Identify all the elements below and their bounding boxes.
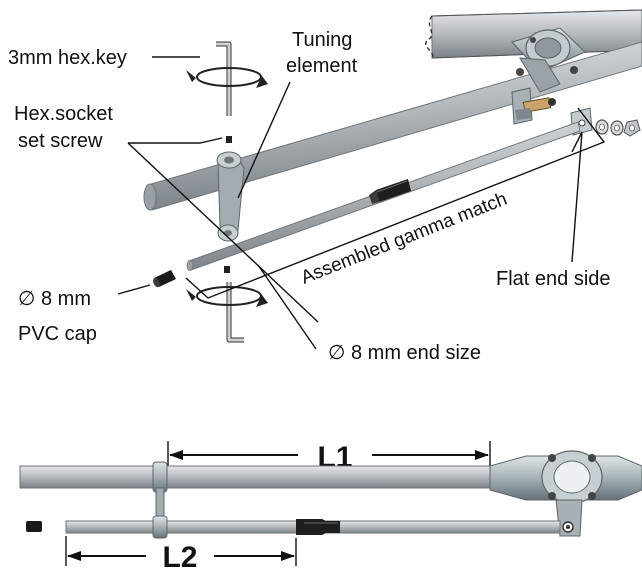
label-tuning-element-line2: element [286, 55, 358, 77]
label-end-size: ∅ 8 mm end size [328, 342, 481, 364]
label-set-screw-line2: set screw [18, 130, 103, 152]
label-l2: L2 [162, 541, 197, 573]
gamma-match-outline [185, 107, 606, 299]
pvc-cap [153, 270, 176, 288]
dimension-l2: L2 [65, 536, 297, 573]
hex-key-bottom [186, 282, 268, 343]
hex-key-top [186, 41, 268, 116]
label-pvc-cap-size: ∅ 8 mm [18, 288, 91, 310]
label-tuning-element-line1: Tuning [292, 29, 352, 51]
driven-element-tube [143, 41, 642, 211]
label-hex-key: 3mm hex.key [8, 47, 127, 69]
gamma-bracket [511, 87, 556, 125]
insulating-sleeve [369, 179, 411, 204]
pvc-cap-side [26, 521, 42, 532]
leader-lines [117, 56, 583, 350]
tuning-element-side [152, 461, 168, 539]
label-assembled-gamma-match: Assembled gamma match [298, 189, 510, 289]
set-screw-bottom [224, 266, 230, 273]
element-clamp-side [489, 450, 642, 537]
driven-element-side [19, 465, 642, 489]
tuning-element [216, 151, 245, 242]
element-clamp [511, 27, 586, 93]
set-screw-top [226, 136, 232, 143]
gamma-rod-side [65, 519, 561, 535]
label-flat-end-side: Flat end side [496, 268, 611, 290]
label-set-screw-line1: Hex.socket [14, 103, 113, 125]
label-pvc-cap: PVC cap [18, 323, 97, 345]
